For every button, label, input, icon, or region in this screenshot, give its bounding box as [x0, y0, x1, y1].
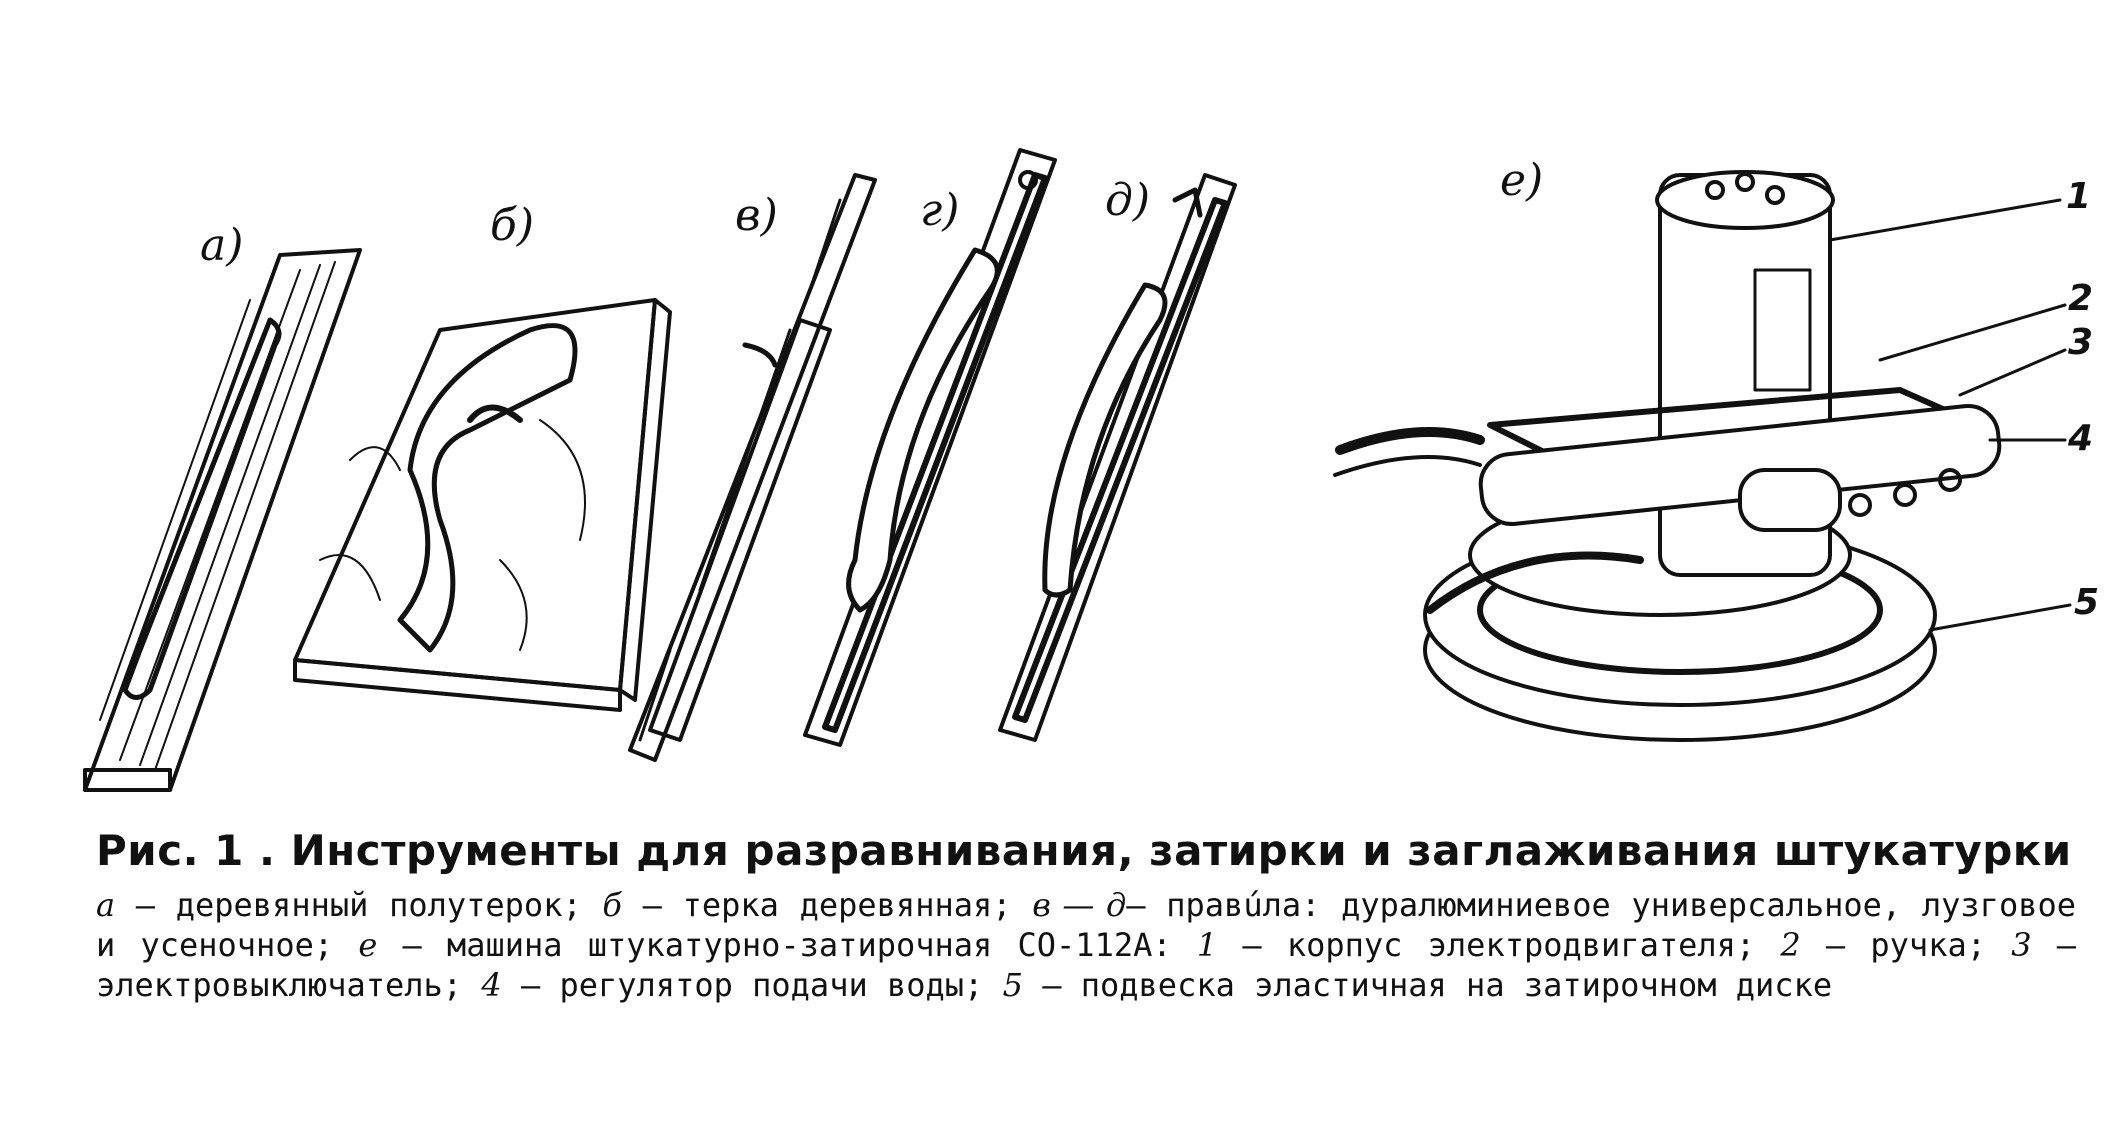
caption-text: — машина штукатурно-затирочная СО-112А:: [377, 926, 1197, 964]
callout-1: 1: [2066, 176, 2092, 217]
callout-5: 5: [2074, 582, 2100, 623]
caption-symbol: е: [358, 926, 378, 964]
tool-e-troweling-machine: [1333, 170, 2002, 742]
panel-label-v: в): [735, 190, 778, 241]
caption-text: — терка деревянная;: [621, 886, 1033, 924]
caption-text: — электровыключатель;: [96, 926, 2077, 1004]
caption-symbol: а: [96, 886, 116, 924]
caption-text: — корпус электродвигателя;: [1217, 926, 1781, 964]
caption-symbol: 3: [2011, 926, 2032, 964]
figure-caption-title: Рис. 1 . Инструменты для разравнивания, …: [96, 826, 2072, 875]
caption-text: — ручка;: [1800, 926, 2012, 964]
tool-b-grater: [293, 298, 672, 712]
tools-drawing: [83, 148, 2072, 792]
callout-3: 3: [2068, 322, 2094, 363]
caption-symbol: 4: [481, 966, 502, 1004]
figure-caption-body: а — деревянный полутерок; б — терка дере…: [96, 885, 2076, 1005]
callout-4: 4: [2068, 418, 2094, 459]
panel-label-d: д): [1105, 175, 1151, 226]
tool-v-rule-universal: [628, 173, 877, 762]
caption-symbol: 1: [1196, 926, 1218, 964]
caption-text: — подвеска эластичная на затирочном диск…: [1022, 966, 1833, 1004]
panel-label-a: а): [200, 220, 244, 271]
panel-label-g: г): [920, 185, 960, 236]
caption-text: — регулятор подачи воды;: [501, 966, 1003, 1004]
caption-symbol: 2: [1780, 926, 1801, 964]
callout-2: 2: [2068, 278, 2094, 319]
tool-a-float: [83, 248, 362, 792]
panel-label-b: б): [490, 200, 535, 251]
caption-symbol: 5: [1002, 966, 1023, 1004]
tool-d-rule-bevel: [998, 173, 1237, 742]
callout-leaders: [1828, 198, 2072, 632]
caption-symbol: в — д: [1032, 886, 1127, 924]
figure-illustration: а) б) в) г) д) е) 1 2 3 4 5: [83, 148, 2100, 792]
panel-label-e: е): [1500, 155, 1544, 206]
tool-g-rule-corner: [803, 148, 1057, 747]
caption-text: — правúла: дуралюминиевое универсальное,…: [96, 886, 2076, 964]
caption-symbol: б: [602, 886, 622, 924]
caption-text: — деревянный полутерок;: [115, 886, 603, 924]
